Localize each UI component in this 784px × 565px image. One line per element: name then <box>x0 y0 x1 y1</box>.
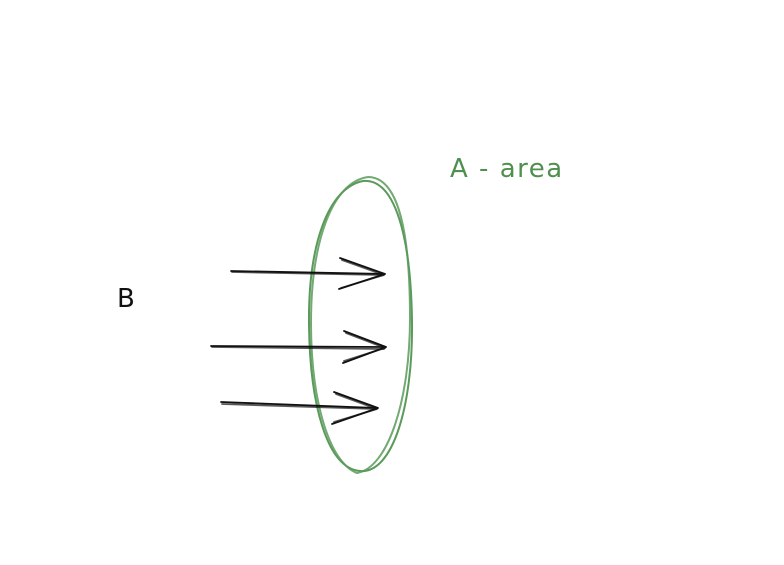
field-arrow <box>230 257 386 290</box>
field-label-b: B <box>117 284 135 314</box>
area-label: A - area <box>450 154 564 184</box>
area-surface-ellipse <box>307 175 414 475</box>
field-arrow <box>220 391 379 425</box>
field-arrows <box>210 257 387 425</box>
field-arrow <box>210 330 387 364</box>
